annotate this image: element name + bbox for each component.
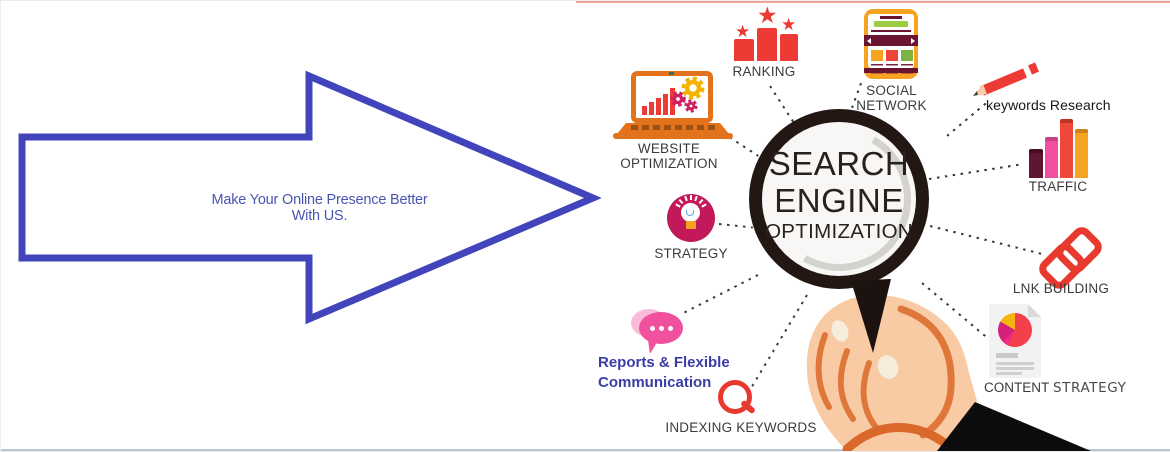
document-fold-corner <box>1028 304 1041 317</box>
laptop-chart-bars <box>642 88 675 115</box>
laptop-camera-dot <box>669 72 674 75</box>
lightbulb-icon <box>667 194 715 242</box>
traffic-bar <box>1045 137 1058 178</box>
document-icon <box>989 304 1041 378</box>
seo-title: SEARCH ENGINE OPTIMIZATION <box>749 145 929 245</box>
gears-icon <box>670 76 705 113</box>
label-traffic: TRAFFIC <box>1028 179 1088 194</box>
ranking-star-icon: ★ <box>757 2 778 28</box>
ranking-star-icon: ★ <box>781 15 797 34</box>
chat-bubble-tail <box>648 339 661 354</box>
small-magnifier-icon <box>718 380 752 414</box>
arrow-shape <box>18 70 601 325</box>
traffic-bar <box>1075 129 1088 178</box>
phone-screen <box>864 14 918 74</box>
connector-strategy <box>718 223 753 229</box>
top-accent-line <box>576 1 1170 3</box>
laptop-base-lip <box>613 133 733 139</box>
ranking-bar <box>780 34 798 61</box>
label-social-network: SOCIAL NETWORK <box>856 83 927 113</box>
label-keywords-research: keywords Research <box>986 97 1111 113</box>
sleeve-shape <box>937 402 1091 451</box>
traffic-bar <box>1060 119 1073 178</box>
seo-title-line2: ENGINE <box>774 182 904 219</box>
ranking-star-icon: ★ <box>735 22 751 41</box>
laptop-keyboard <box>631 125 715 130</box>
label-strategy: STRATEGY <box>654 246 728 261</box>
label-content-strategy: CONTENT STRATEGY <box>984 380 1127 396</box>
label-link-building: LNK BUILDING <box>1012 281 1110 296</box>
label-ranking: RANKING <box>732 64 796 79</box>
hand-illustration <box>806 279 1091 451</box>
laptop-base <box>617 123 729 134</box>
tagline: Make Your Online Presence Better With US… <box>211 192 428 224</box>
connector-ranking <box>769 85 795 124</box>
pencil-icon <box>973 62 1039 96</box>
connector-keywords <box>946 101 988 137</box>
phone-banner <box>864 35 918 46</box>
connector-reports <box>682 274 759 315</box>
phone-footer-bar <box>864 68 918 73</box>
smartphone-icon <box>864 9 918 79</box>
label-indexing-keywords: INDEXING KEYWORDS <box>665 420 817 435</box>
label-reports-communication: Reports & Flexible Communication <box>598 354 730 391</box>
chat-bubble-icon <box>639 312 683 344</box>
ranking-bar <box>734 39 754 61</box>
pie-chart-icon <box>998 313 1032 347</box>
seo-title-line3: OPTIMIZATION <box>765 220 913 243</box>
ranking-bar <box>757 28 777 61</box>
connector-traffic <box>928 163 1022 180</box>
label-website-optimization: WEBSITE OPTIMIZATION <box>620 141 718 171</box>
magnifier-handle <box>851 279 891 353</box>
seo-title-line1: SEARCH <box>768 145 910 182</box>
traffic-bar <box>1029 149 1043 178</box>
